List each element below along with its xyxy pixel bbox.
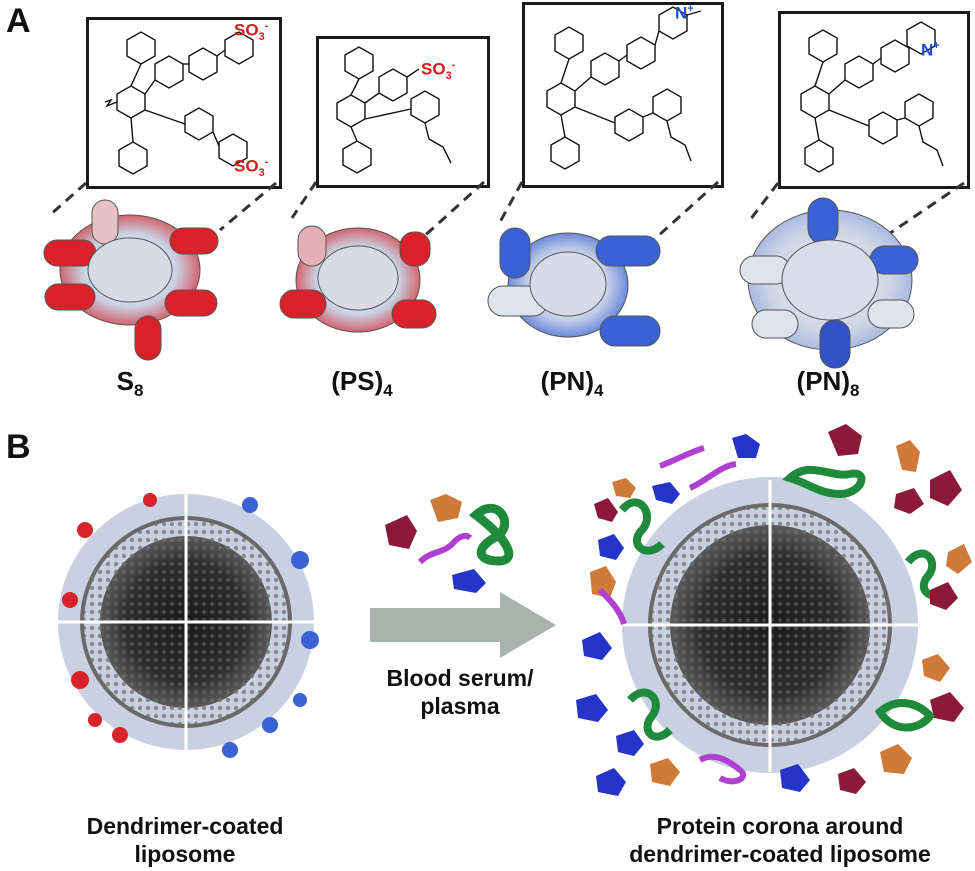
molecule-label-pn4: (PN)4	[540, 366, 604, 401]
dendrimer-coated-liposome	[58, 493, 319, 758]
corona-proteins	[576, 424, 972, 796]
caption-dendrimer-coated-liposome: Dendrimer-coated liposome	[86, 813, 284, 867]
molecule-label-pn8: (PN)8	[796, 366, 860, 401]
process-arrow	[370, 592, 556, 658]
structure-box-ps4: SO3-	[316, 36, 490, 188]
molecule-label-ps4: (PS)4	[331, 366, 393, 401]
panel-b-label: B	[6, 428, 31, 466]
dendrimer-model-pn4	[487, 227, 661, 347]
structure-box-pn4: N+	[522, 2, 724, 188]
chemical-structure-ps4	[336, 46, 452, 174]
panel-a-graphics	[43, 180, 965, 369]
panel-a-label: A	[6, 2, 31, 40]
sulfonate-group-2: SO3-	[234, 156, 269, 180]
free-proteins	[385, 494, 514, 593]
pyridinium-nitrogen: N+	[675, 3, 694, 23]
chemical-structure-pn4	[546, 6, 702, 170]
structure-box-s8: SO3- SO3-	[86, 17, 282, 189]
caption-protein-corona: Protein corona around dendrimer-coated l…	[629, 813, 931, 867]
chemical-structure-s8	[104, 31, 254, 175]
dendrimer-model-s8	[43, 199, 219, 361]
arrow-label: Blood serum/ plasma	[386, 665, 534, 719]
chemical-structure-pn8	[800, 21, 944, 173]
molecule-label-s8: S8	[116, 366, 144, 401]
pyridinium-nitrogen: N+	[921, 40, 940, 60]
dashed-connectors	[49, 180, 965, 247]
sulfonate-group-1: SO3-	[234, 20, 269, 44]
dendrimer-model-ps4	[279, 225, 437, 333]
structure-box-pn8: N+	[778, 11, 970, 189]
dendrimer-model-pn8	[739, 197, 919, 369]
protein-corona-liposome	[622, 477, 918, 773]
sulfonate-group: SO3-	[421, 59, 456, 83]
